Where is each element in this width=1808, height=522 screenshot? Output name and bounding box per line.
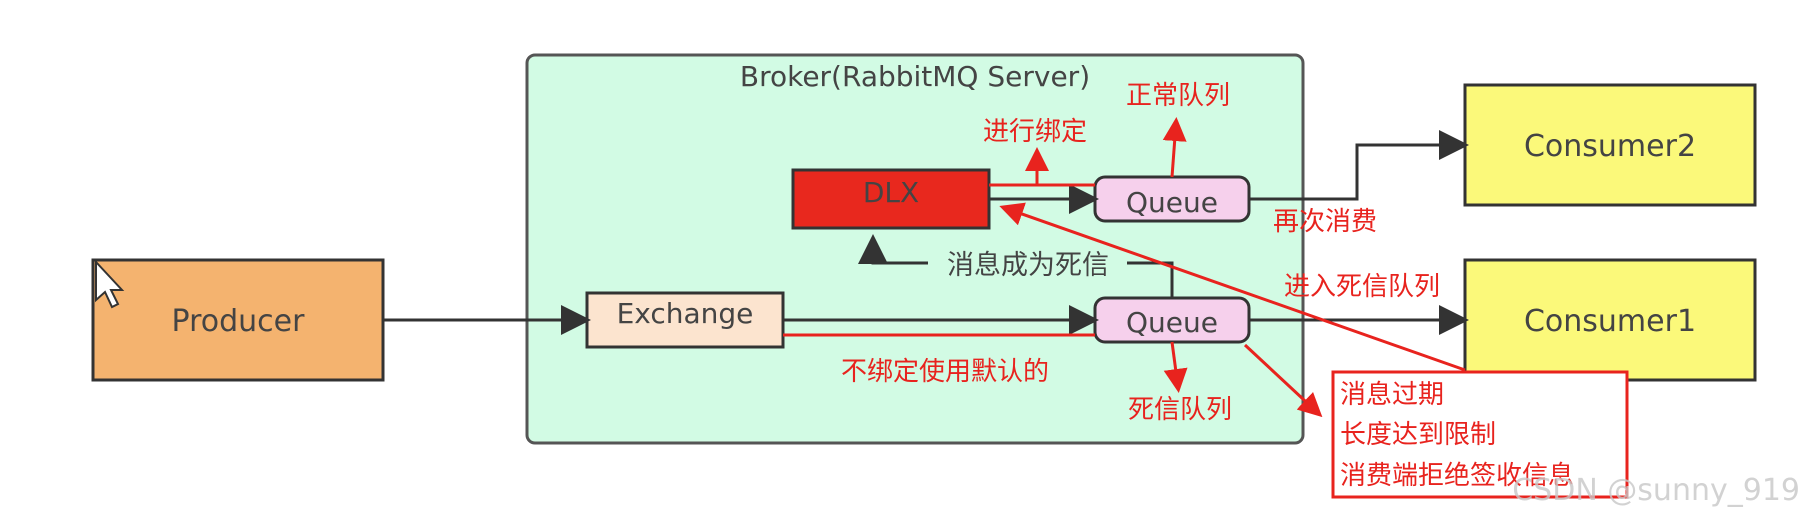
consumer2-box [1463, 83, 1757, 207]
red-dead-queue-arrow [1163, 341, 1188, 393]
label-bind: 进行绑定 [983, 117, 1087, 147]
reasons-box [1331, 370, 1629, 499]
reason-3: 消费端拒绝签收信息 [1340, 461, 1574, 491]
label-become-dead-letter: 消息成为死信 [947, 250, 1109, 281]
label-dead-queue: 死信队列 [1128, 395, 1232, 425]
producer-label: Producer [172, 304, 306, 339]
reason-2: 长度达到限制 [1340, 420, 1496, 450]
dlx-label: DLX [863, 176, 919, 209]
consumer1-box [1463, 258, 1757, 382]
exchange-label: Exchange [617, 297, 754, 330]
label-enter-dead-queue: 进入死信队列 [1284, 272, 1440, 302]
queue-dead-label: Queue [1126, 306, 1218, 339]
broker-title: Broker(RabbitMQ Server) [740, 60, 1090, 93]
arrow-deadqueue-to-dlx [1127, 261, 1174, 298]
label-unbound-default: 不绑定使用默认的 [841, 357, 1049, 387]
dlx-box [791, 168, 991, 230]
mouse-cursor-icon [95, 259, 125, 309]
arrow-normalqueue-consumer2 [1249, 130, 1469, 201]
consumer2-label: Consumer2 [1524, 129, 1696, 164]
label-consume-again: 再次消费 [1273, 207, 1377, 237]
queue-normal-label: Queue [1126, 186, 1218, 219]
red-enter-dlq-arrow [999, 202, 1466, 372]
watermark: CSDN @sunny_919 [1512, 473, 1800, 508]
label-normal-queue: 正常队列 [1126, 81, 1230, 111]
consumer1-label: Consumer1 [1524, 304, 1696, 339]
red-normal-queue-arrow [1162, 117, 1187, 178]
arrow-deadqueue-to-dlx-left [858, 234, 928, 265]
reason-1: 消息过期 [1340, 380, 1444, 410]
red-reasons-arrow [1243, 343, 1323, 418]
producer-box [91, 258, 385, 382]
